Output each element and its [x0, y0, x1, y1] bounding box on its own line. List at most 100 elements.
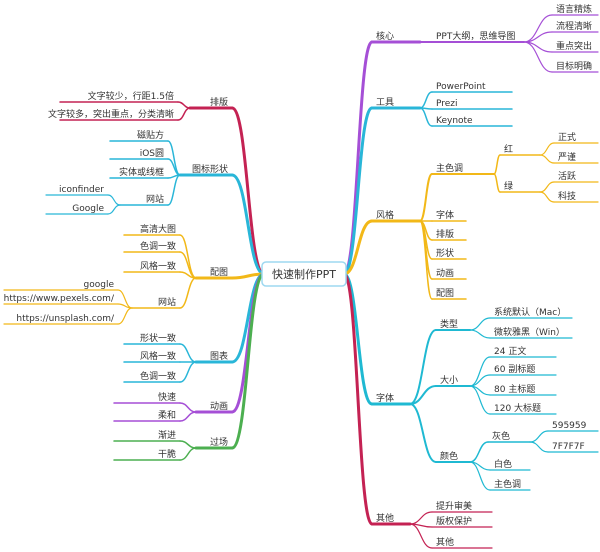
font-size-item-3-link — [469, 385, 491, 415]
trans-item-0-link — [179, 440, 197, 449]
trans-item-1[interactable]: 干脆 — [158, 448, 176, 460]
style-green-item-1[interactable]: 科技 — [558, 190, 576, 202]
branch-chart[interactable]: 图表 — [210, 350, 228, 362]
style-main-color[interactable]: 主色调 — [436, 162, 463, 174]
font-type-item-0[interactable]: 系统默认（Mac） — [494, 306, 566, 318]
core-item-3-link — [523, 41, 553, 73]
branch-anim-link — [230, 272, 266, 414]
branch-core[interactable]: 核心 — [376, 30, 394, 42]
chart-item-2-link — [179, 361, 197, 383]
branch-other-link — [342, 272, 374, 526]
font-gray-item-0-link — [529, 430, 549, 443]
tool-item-0[interactable]: PowerPoint — [436, 82, 486, 92]
branch-style-link — [342, 219, 374, 276]
font-gray-item-0[interactable]: 595959 — [552, 421, 587, 431]
chart-item-0-link — [179, 343, 197, 363]
other-item-1[interactable]: 版权保护 — [436, 515, 472, 527]
branch-style[interactable]: 风格 — [376, 209, 394, 221]
layout-item-0[interactable]: 文字较少，行距1.5倍 — [88, 90, 174, 102]
tool-item-2[interactable]: Keynote — [436, 116, 473, 126]
chart-item-2[interactable]: 色调一致 — [140, 370, 176, 382]
style-green[interactable]: 绿 — [504, 180, 513, 192]
image-site-item-0-link — [117, 289, 133, 309]
style-item-2[interactable]: 形状 — [436, 247, 454, 259]
branch-other[interactable]: 其他 — [376, 512, 394, 524]
style-item-0[interactable]: 字体 — [436, 209, 454, 221]
style-green-item-0[interactable]: 活跃 — [558, 170, 576, 182]
branch-tools[interactable]: 工具 — [376, 97, 394, 108]
image-item-1[interactable]: 色调一致 — [140, 240, 176, 252]
style-red-link — [493, 154, 501, 175]
font-color-item-0[interactable]: 白色 — [494, 458, 512, 470]
image-site-item-0[interactable]: google — [84, 280, 115, 290]
node-outline[interactable]: PPT大纲，思维导图 — [436, 30, 515, 42]
other-item-2[interactable]: 其他 — [436, 536, 454, 548]
font-size-item-2[interactable]: 80 主标题 — [494, 383, 535, 395]
image-site-item-1[interactable]: https://www.pexels.com/ — [4, 294, 115, 304]
branch-layout-link — [230, 106, 266, 276]
font-size-link — [409, 385, 437, 405]
icon-item-2[interactable]: 实体或线框 — [119, 166, 164, 178]
branch-anim[interactable]: 动画 — [210, 401, 228, 412]
font-type[interactable]: 类型 — [440, 318, 458, 330]
anim-item-1[interactable]: 柔和 — [158, 410, 176, 421]
font-size-item-3[interactable]: 120 大标题 — [494, 402, 541, 414]
branch-font[interactable]: 字体 — [376, 392, 394, 404]
icon-site-item-1-link — [107, 204, 121, 215]
other-item-0[interactable]: 提升审美 — [436, 500, 472, 512]
font-color-item-1-link — [469, 461, 491, 491]
style-item-1[interactable]: 排版 — [436, 228, 454, 240]
style-red-item-0-link — [539, 142, 555, 156]
icon-site[interactable]: 网站 — [146, 193, 164, 205]
font-gray-item-1[interactable]: 7F7F7F — [552, 442, 585, 452]
icon-site-link — [167, 174, 181, 206]
icon-item-0[interactable]: 磁贴方 — [137, 129, 164, 141]
chart-item-0[interactable]: 形状一致 — [140, 332, 176, 344]
font-type-item-1[interactable]: 微软雅黑（Win） — [494, 326, 565, 338]
font-color[interactable]: 颜色 — [440, 450, 458, 462]
anim-item-1-link — [179, 411, 197, 422]
style-green-link — [493, 173, 501, 193]
icon-item-1[interactable]: iOS圆 — [140, 148, 164, 159]
image-site-item-2[interactable]: https://unsplash.com/ — [16, 314, 115, 324]
other-item-2-link — [409, 523, 433, 549]
core-item-0[interactable]: 语言精炼 — [556, 3, 592, 15]
trans-item-0[interactable]: 渐进 — [158, 429, 176, 441]
anim-item-0[interactable]: 快速 — [158, 391, 176, 403]
font-size[interactable]: 大小 — [440, 374, 458, 386]
image-item-2[interactable]: 风格一致 — [140, 260, 176, 272]
style-red[interactable]: 红 — [504, 143, 513, 155]
icon-item-0-link — [167, 140, 181, 176]
branch-icon-link — [230, 173, 266, 276]
style-red-item-1[interactable]: 严谨 — [558, 151, 576, 163]
icon-site-item-1[interactable]: Google — [72, 204, 104, 214]
branch-core-link — [342, 40, 374, 276]
core-item-1[interactable]: 流程清晰 — [556, 20, 592, 32]
branch-trans[interactable]: 过场 — [210, 436, 228, 448]
image-site[interactable]: 网站 — [158, 296, 176, 308]
anim-item-0-link — [179, 402, 197, 413]
style-item-3[interactable]: 动画 — [436, 268, 454, 279]
layout-item-1[interactable]: 文字较多，突出重点，分类清晰 — [48, 108, 174, 120]
style-item-4-link — [419, 220, 433, 300]
font-color-item-1[interactable]: 主色调 — [494, 478, 521, 490]
style-red-item-0[interactable]: 正式 — [558, 131, 576, 143]
branch-icon[interactable]: 图标形状 — [192, 163, 228, 175]
core-item-3[interactable]: 目标明确 — [556, 60, 592, 72]
style-item-4[interactable]: 配图 — [436, 288, 454, 299]
center-node-box[interactable] — [261, 261, 347, 287]
icon-site-item-0[interactable]: iconfinder — [59, 185, 104, 195]
branch-layout[interactable]: 排版 — [210, 96, 228, 108]
tool-item-2-link — [419, 107, 433, 127]
tool-item-1[interactable]: Prezi — [436, 99, 458, 109]
font-gray[interactable]: 灰色 — [492, 430, 510, 442]
font-size-item-0[interactable]: 24 正文 — [494, 345, 526, 357]
image-item-0[interactable]: 高清大图 — [140, 223, 176, 235]
trans-item-1-link — [179, 447, 197, 461]
branch-image[interactable]: 配图 — [210, 267, 228, 278]
style-green-item-0-link — [539, 181, 555, 193]
core-item-2[interactable]: 重点突出 — [556, 40, 592, 52]
chart-item-1[interactable]: 风格一致 — [140, 350, 176, 362]
font-size-item-1[interactable]: 60 副标题 — [494, 363, 535, 375]
